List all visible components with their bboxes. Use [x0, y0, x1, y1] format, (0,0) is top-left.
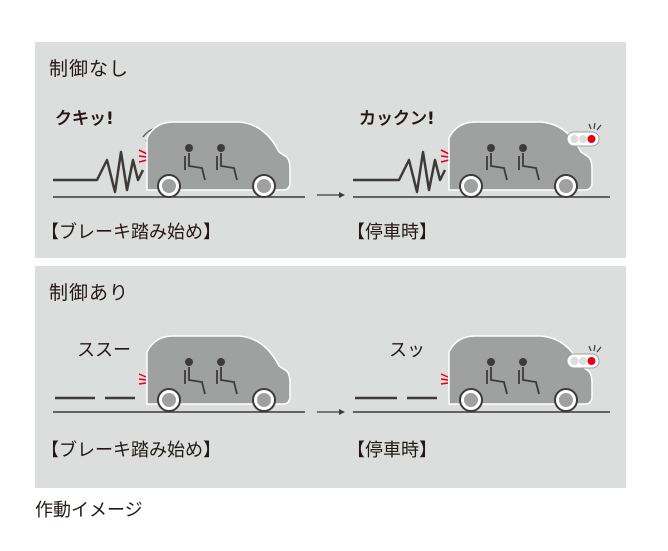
passenger-icon — [216, 144, 238, 181]
scene-without-control — [53, 121, 610, 198]
passenger-icon — [486, 144, 508, 181]
car-icon — [146, 335, 291, 412]
sound-label-start: ススー — [77, 340, 131, 361]
sound-label-stop: スッ — [389, 340, 425, 361]
passenger-icon — [518, 144, 540, 181]
scene-with-control — [53, 335, 610, 415]
car-icon — [448, 121, 593, 198]
figure-caption: 作動イメージ — [35, 500, 143, 521]
stoplight-icon — [566, 344, 602, 369]
sound-label-start: クキッ! — [55, 109, 114, 129]
passenger-icon — [184, 358, 206, 395]
panel-without-control: 制御なし クキッ! カックン! 【ブレーキ踏み始め】 【停車時】 — [35, 42, 626, 258]
stage-label-stop: 【停車時】 — [347, 440, 437, 461]
passenger-icon — [216, 358, 238, 395]
stage-label-start: 【ブレーキ踏み始め】 — [41, 440, 221, 461]
sound-label-stop: カックン! — [359, 109, 435, 129]
stoplight-icon — [566, 122, 602, 147]
brake-mark-icon — [440, 373, 449, 385]
arrow-right-icon — [317, 409, 345, 415]
zigzag-jolt-icon — [353, 149, 450, 194]
passenger-icon — [486, 358, 508, 395]
panel-title: 制御なし — [49, 58, 130, 80]
car-icon — [448, 335, 593, 412]
passenger-icon — [184, 144, 206, 181]
stage-label-start: 【ブレーキ踏み始め】 — [41, 222, 221, 243]
panel-with-control: 制御あり ススー スッ 【ブレーキ踏み始め】 【停車時】 — [35, 266, 626, 488]
stage-label-stop: 【停車時】 — [347, 222, 437, 243]
zigzag-jolt-icon — [53, 149, 148, 194]
arrow-right-icon — [317, 192, 345, 198]
panel-title: 制御あり — [49, 282, 130, 304]
passenger-icon — [518, 358, 540, 395]
brake-mark-icon — [138, 373, 147, 385]
car-icon — [146, 121, 291, 198]
